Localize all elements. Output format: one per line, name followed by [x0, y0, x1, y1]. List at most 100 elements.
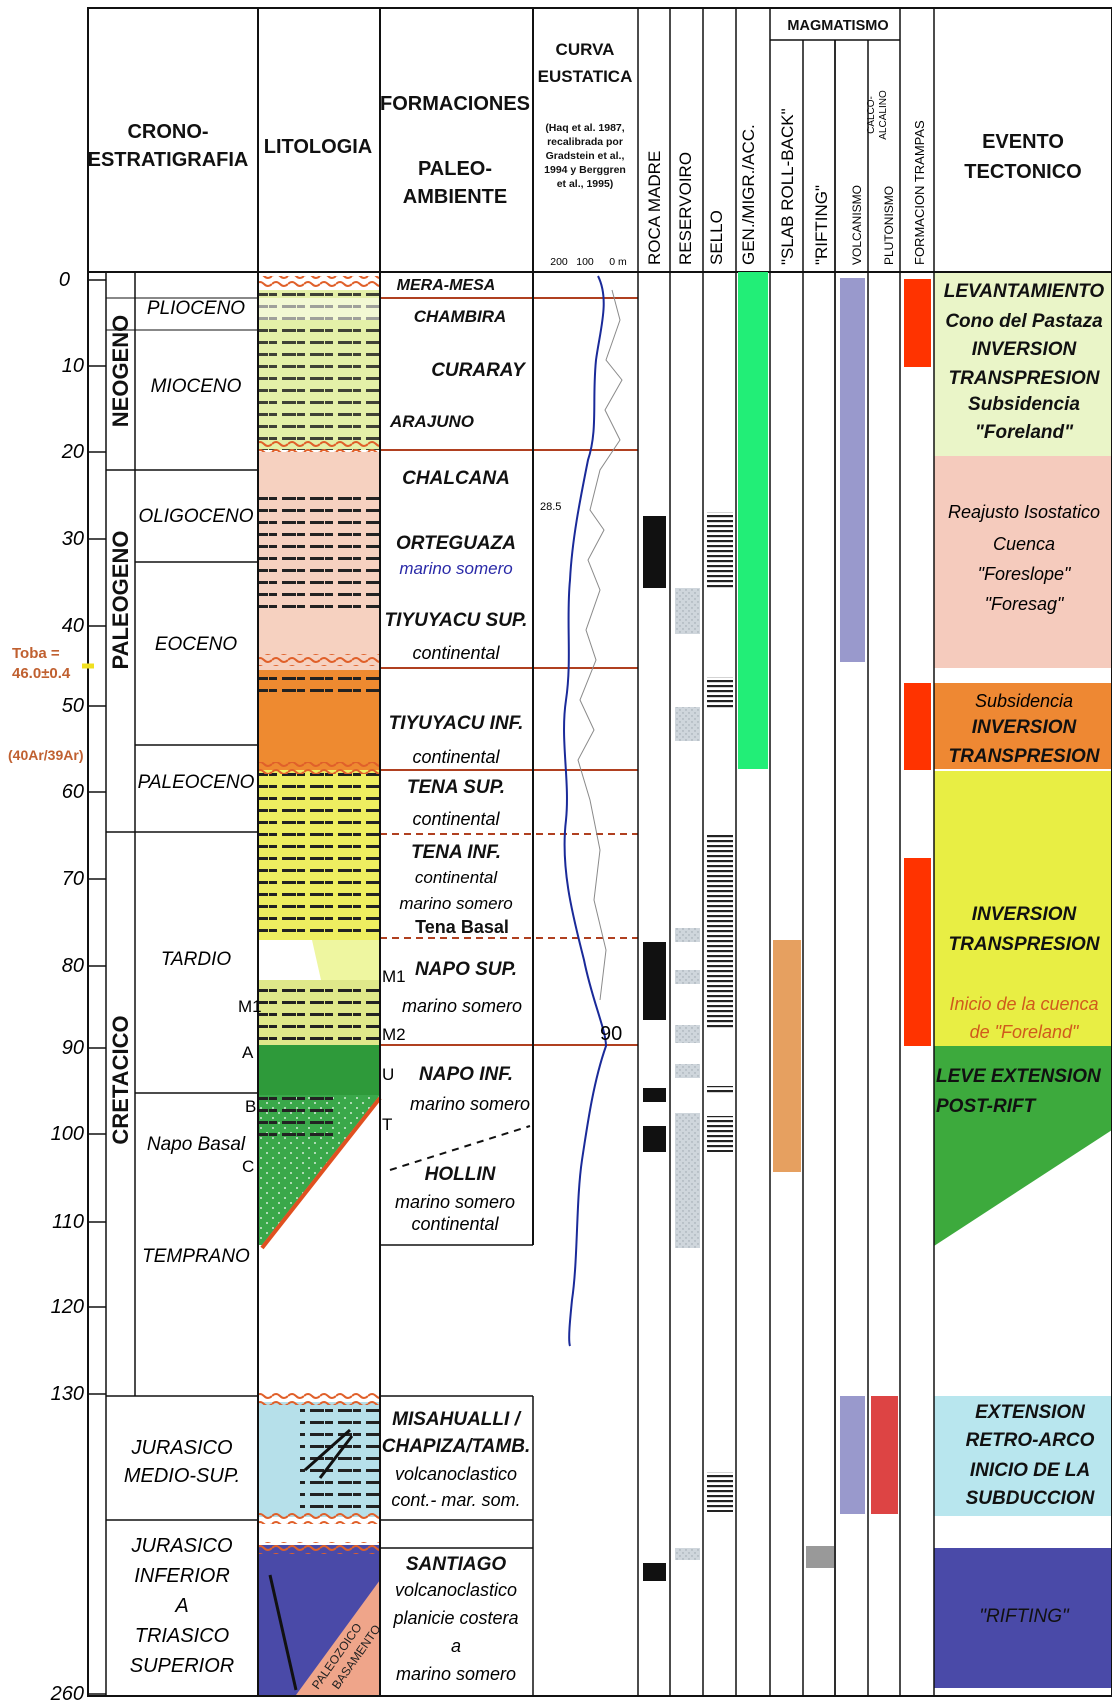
formation-hollin-env2: continental	[411, 1214, 499, 1234]
formation-tena-inf: TENA INF.	[411, 842, 501, 863]
jur-inf-line4: TRIASICO	[135, 1625, 229, 1647]
boundary-hollin-dashed	[389, 1125, 531, 1171]
formation-santiago: SANTIAGO	[406, 1554, 507, 1575]
event-transpresion-pal: TRANSPRESION	[949, 746, 1101, 767]
litho-unconformities	[258, 276, 380, 1554]
event-texts: LEVANTAMIENTO Cono del Pastaza INVERSION…	[936, 281, 1104, 1627]
age-tick-110: 110	[52, 1211, 84, 1233]
formation-napo-inf: NAPO INF.	[419, 1064, 513, 1085]
formation-misahualli-1: MISAHUALLI /	[392, 1409, 521, 1430]
formation-tiyuyacu-inf: TIYUYACU INF.	[389, 713, 524, 734]
sello-column	[707, 512, 733, 1512]
unconformity-46	[258, 654, 380, 666]
marker-m1-left: M1	[238, 997, 262, 1016]
jur-inf-line3: A	[174, 1595, 188, 1617]
roca-madre-napo-inf-2	[643, 1126, 666, 1152]
formation-chalcana: CHALCANA	[402, 468, 510, 489]
eustatic-curve-line	[563, 275, 608, 1347]
formation-tiyuyacu-sup-env: continental	[412, 643, 500, 663]
event-subsidencia-neo: Subsidencia	[968, 394, 1080, 415]
jur-inf-line5: SUPERIOR	[130, 1655, 234, 1677]
formation-hollin: HOLLIN	[425, 1164, 497, 1185]
header-curva-ref3: Gradstein et al.,	[546, 150, 625, 162]
formation-santiago-env3: a	[451, 1636, 461, 1656]
unconformity-58	[258, 762, 380, 774]
formations: MERA-MESA CHAMBIRA CURARAY ARAJUNO CHALC…	[382, 277, 530, 1684]
age-tick-40: 40	[62, 615, 84, 637]
formation-arajuno: ARAJUNO	[389, 412, 474, 431]
formation-hollin-env1: marino somero	[395, 1192, 515, 1212]
epoch-tardio: TARDIO	[161, 949, 232, 970]
event-subduccion: SUBDUCCION	[966, 1488, 1096, 1509]
unconformity-131	[258, 1393, 380, 1405]
sello-1	[707, 512, 733, 588]
header-volcanismo: VOLCANISMO	[850, 185, 864, 265]
event-bg-neogene	[934, 272, 1112, 456]
formation-misahualli-2: CHAPIZA/TAMB.	[382, 1436, 530, 1457]
formation-tena-inf-env2: marino somero	[399, 894, 512, 913]
header-crono-line2: ESTRATIGRAFIA	[88, 149, 249, 171]
trampas-bar-3	[904, 858, 931, 1046]
plutonismo-bar	[871, 1396, 898, 1514]
unconformity-0	[258, 276, 380, 288]
slab-roll-back-bar	[773, 940, 801, 1172]
volcanismo-bar-cenozoic	[840, 278, 865, 662]
jur-medio-line2: MEDIO-SUP.	[124, 1465, 240, 1487]
sello-2	[707, 677, 733, 709]
roca-madre-napo-sup	[643, 942, 666, 1020]
epochs: PLIOCENO MIOCENO OLIGOCENO EOCENO PALEOC…	[138, 298, 255, 1267]
event-foresag: "Foresag"	[985, 594, 1065, 614]
event-extension: EXTENSION	[975, 1402, 1086, 1423]
curva-scale-200: 200	[550, 256, 568, 268]
event-retro-arco: RETRO-ARCO	[966, 1430, 1095, 1451]
header-formacion-trampas: FORMACION TRAMPAS	[912, 120, 927, 265]
event-foreslope: "Foreslope"	[978, 564, 1072, 584]
litho-napo-inf	[258, 1045, 380, 1095]
period-paleogeno: PALEOGENO	[108, 531, 133, 670]
reservoiro-4	[675, 970, 700, 984]
formation-napo-inf-env: marino somero	[410, 1094, 530, 1114]
header-curva-line2: EUSTATICA	[538, 67, 633, 86]
age-tick-10: 10	[62, 355, 84, 377]
event-bg-blue	[934, 1396, 1112, 1516]
sello-4	[707, 1086, 733, 1094]
formation-tiyuyacu-inf-env: continental	[412, 747, 500, 767]
formation-santiago-env2: planicie costera	[392, 1608, 518, 1628]
epoch-oligoceno: OLIGOCENO	[138, 506, 253, 527]
event-bg-paleogene	[934, 456, 1112, 668]
event-inicio-de-la: INICIO DE LA	[970, 1460, 1090, 1481]
formation-tena-sup: TENA SUP.	[407, 777, 505, 798]
header-curva-ref4: 1994 y Berggren	[544, 164, 626, 176]
markers-left: M1 A B C	[238, 997, 262, 1176]
toba-line1: Toba =	[12, 645, 60, 662]
age-tick-30: 30	[62, 528, 84, 550]
formation-tena-sup-env: continental	[412, 809, 500, 829]
formation-chambira: CHAMBIRA	[414, 307, 507, 326]
header-formaciones-line1: FORMACIONES	[380, 93, 530, 115]
header-crono: CRONO- ESTRATIGRAFIA	[88, 121, 249, 171]
epoch-temprano: TEMPRANO	[142, 1246, 250, 1267]
marker-t-form: T	[382, 1115, 392, 1134]
event-levantamiento: LEVANTAMIENTO	[944, 281, 1105, 302]
litho-tena-shale	[258, 770, 380, 940]
header-evento-line2: TECTONICO	[964, 161, 1081, 183]
curva-scale-0: 0 m	[609, 256, 627, 268]
litho-misahualli-fault	[304, 1428, 354, 1479]
marker-a-left: A	[242, 1043, 254, 1062]
litho-pliocene-conglomerate	[258, 298, 380, 320]
age-tick-90: 90	[62, 1037, 84, 1059]
markers-formation: M1 M2 U T	[382, 967, 406, 1134]
formation-orteguaza-env: marino somero	[399, 559, 512, 578]
volcanismo-bar-jurassic	[840, 1396, 865, 1514]
marker-m2-form: M2	[382, 1025, 406, 1044]
marker-c-left: C	[242, 1157, 254, 1176]
header-curva: CURVA EUSTATICA (Haq et al. 1987, recali…	[538, 40, 633, 268]
reservoiro-column	[675, 588, 700, 1560]
curve-label-285: 28.5	[540, 501, 561, 513]
epoch-napo-basal: Napo Basal	[147, 1134, 246, 1155]
formation-orteguaza: ORTEGUAZA	[396, 533, 516, 554]
age-tick-100: 100	[51, 1123, 84, 1145]
header-magmatismo: MAGMATISMO	[787, 18, 888, 34]
header-reservoiro: RESERVOIRO	[676, 152, 695, 265]
